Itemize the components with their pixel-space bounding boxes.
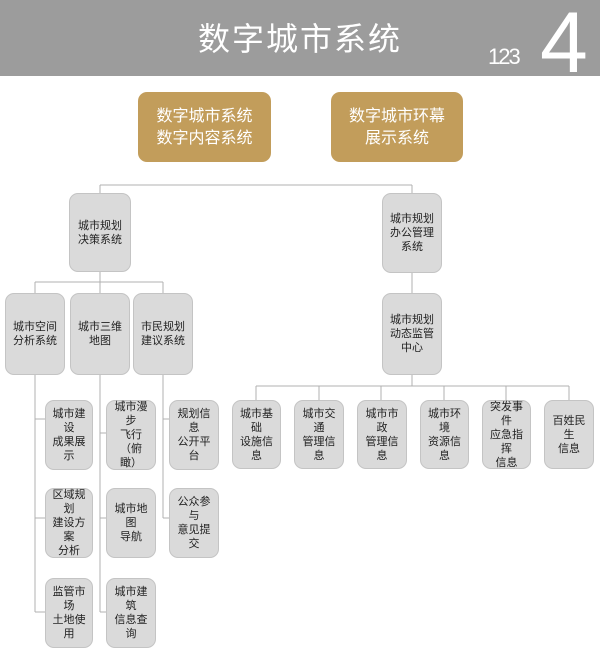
emergency-info-node: 突发事件 应急指挥 信息: [482, 400, 531, 469]
planning-decision-node: 城市规划 决策系统: [69, 193, 131, 272]
chapter-number-big: 4: [540, 0, 588, 91]
citizen-suggestion-node: 市民规划 建议系统: [133, 293, 193, 375]
panorama-display-system-label: 数字城市环幕 展示系统: [348, 106, 445, 147]
map-navigation-node: 城市地图 导航: [106, 488, 156, 558]
fly-through-node: 城市漫步 飞行（俯 瞰）: [106, 400, 156, 470]
construction-display-node: 城市建设 成果展示: [45, 400, 93, 470]
public-participation-node: 公众参与 意见提交: [169, 488, 219, 558]
municipal-info-node: 城市市政 管理信息: [357, 400, 407, 469]
environment-info-node: 城市环境 资源信息: [420, 400, 469, 469]
livelihood-info-node: 百姓民生 信息: [544, 400, 594, 469]
chapter-number-small: 123: [488, 44, 521, 69]
infrastructure-info-node: 城市基础 设施信息: [232, 400, 281, 469]
digital-content-system-box: 数字城市系统 数字内容系统: [138, 92, 271, 162]
spatial-analysis-node: 城市空间 分析系统: [5, 293, 65, 375]
traffic-info-node: 城市交通 管理信息: [294, 400, 344, 469]
header-banner: 数字城市系统 123 4: [0, 0, 600, 91]
land-market-node: 监管市场 土地使用: [45, 578, 93, 648]
office-management-node: 城市规划 办公管理 系统: [382, 193, 442, 273]
digital-content-system-label: 数字城市系统 数字内容系统: [156, 106, 253, 147]
plan-info-platform-node: 规划信息 公开平台: [169, 400, 219, 470]
regional-plan-node: 区域规划 建设方案 分析: [45, 488, 93, 558]
panorama-display-system-box: 数字城市环幕 展示系统: [331, 92, 463, 162]
monitor-center-node: 城市规划 动态监管 中心: [382, 293, 442, 375]
page-title: 数字城市系统: [197, 20, 402, 58]
building-query-node: 城市建筑 信息查询: [106, 578, 156, 648]
map-3d-node: 城市三维 地图: [70, 293, 130, 375]
